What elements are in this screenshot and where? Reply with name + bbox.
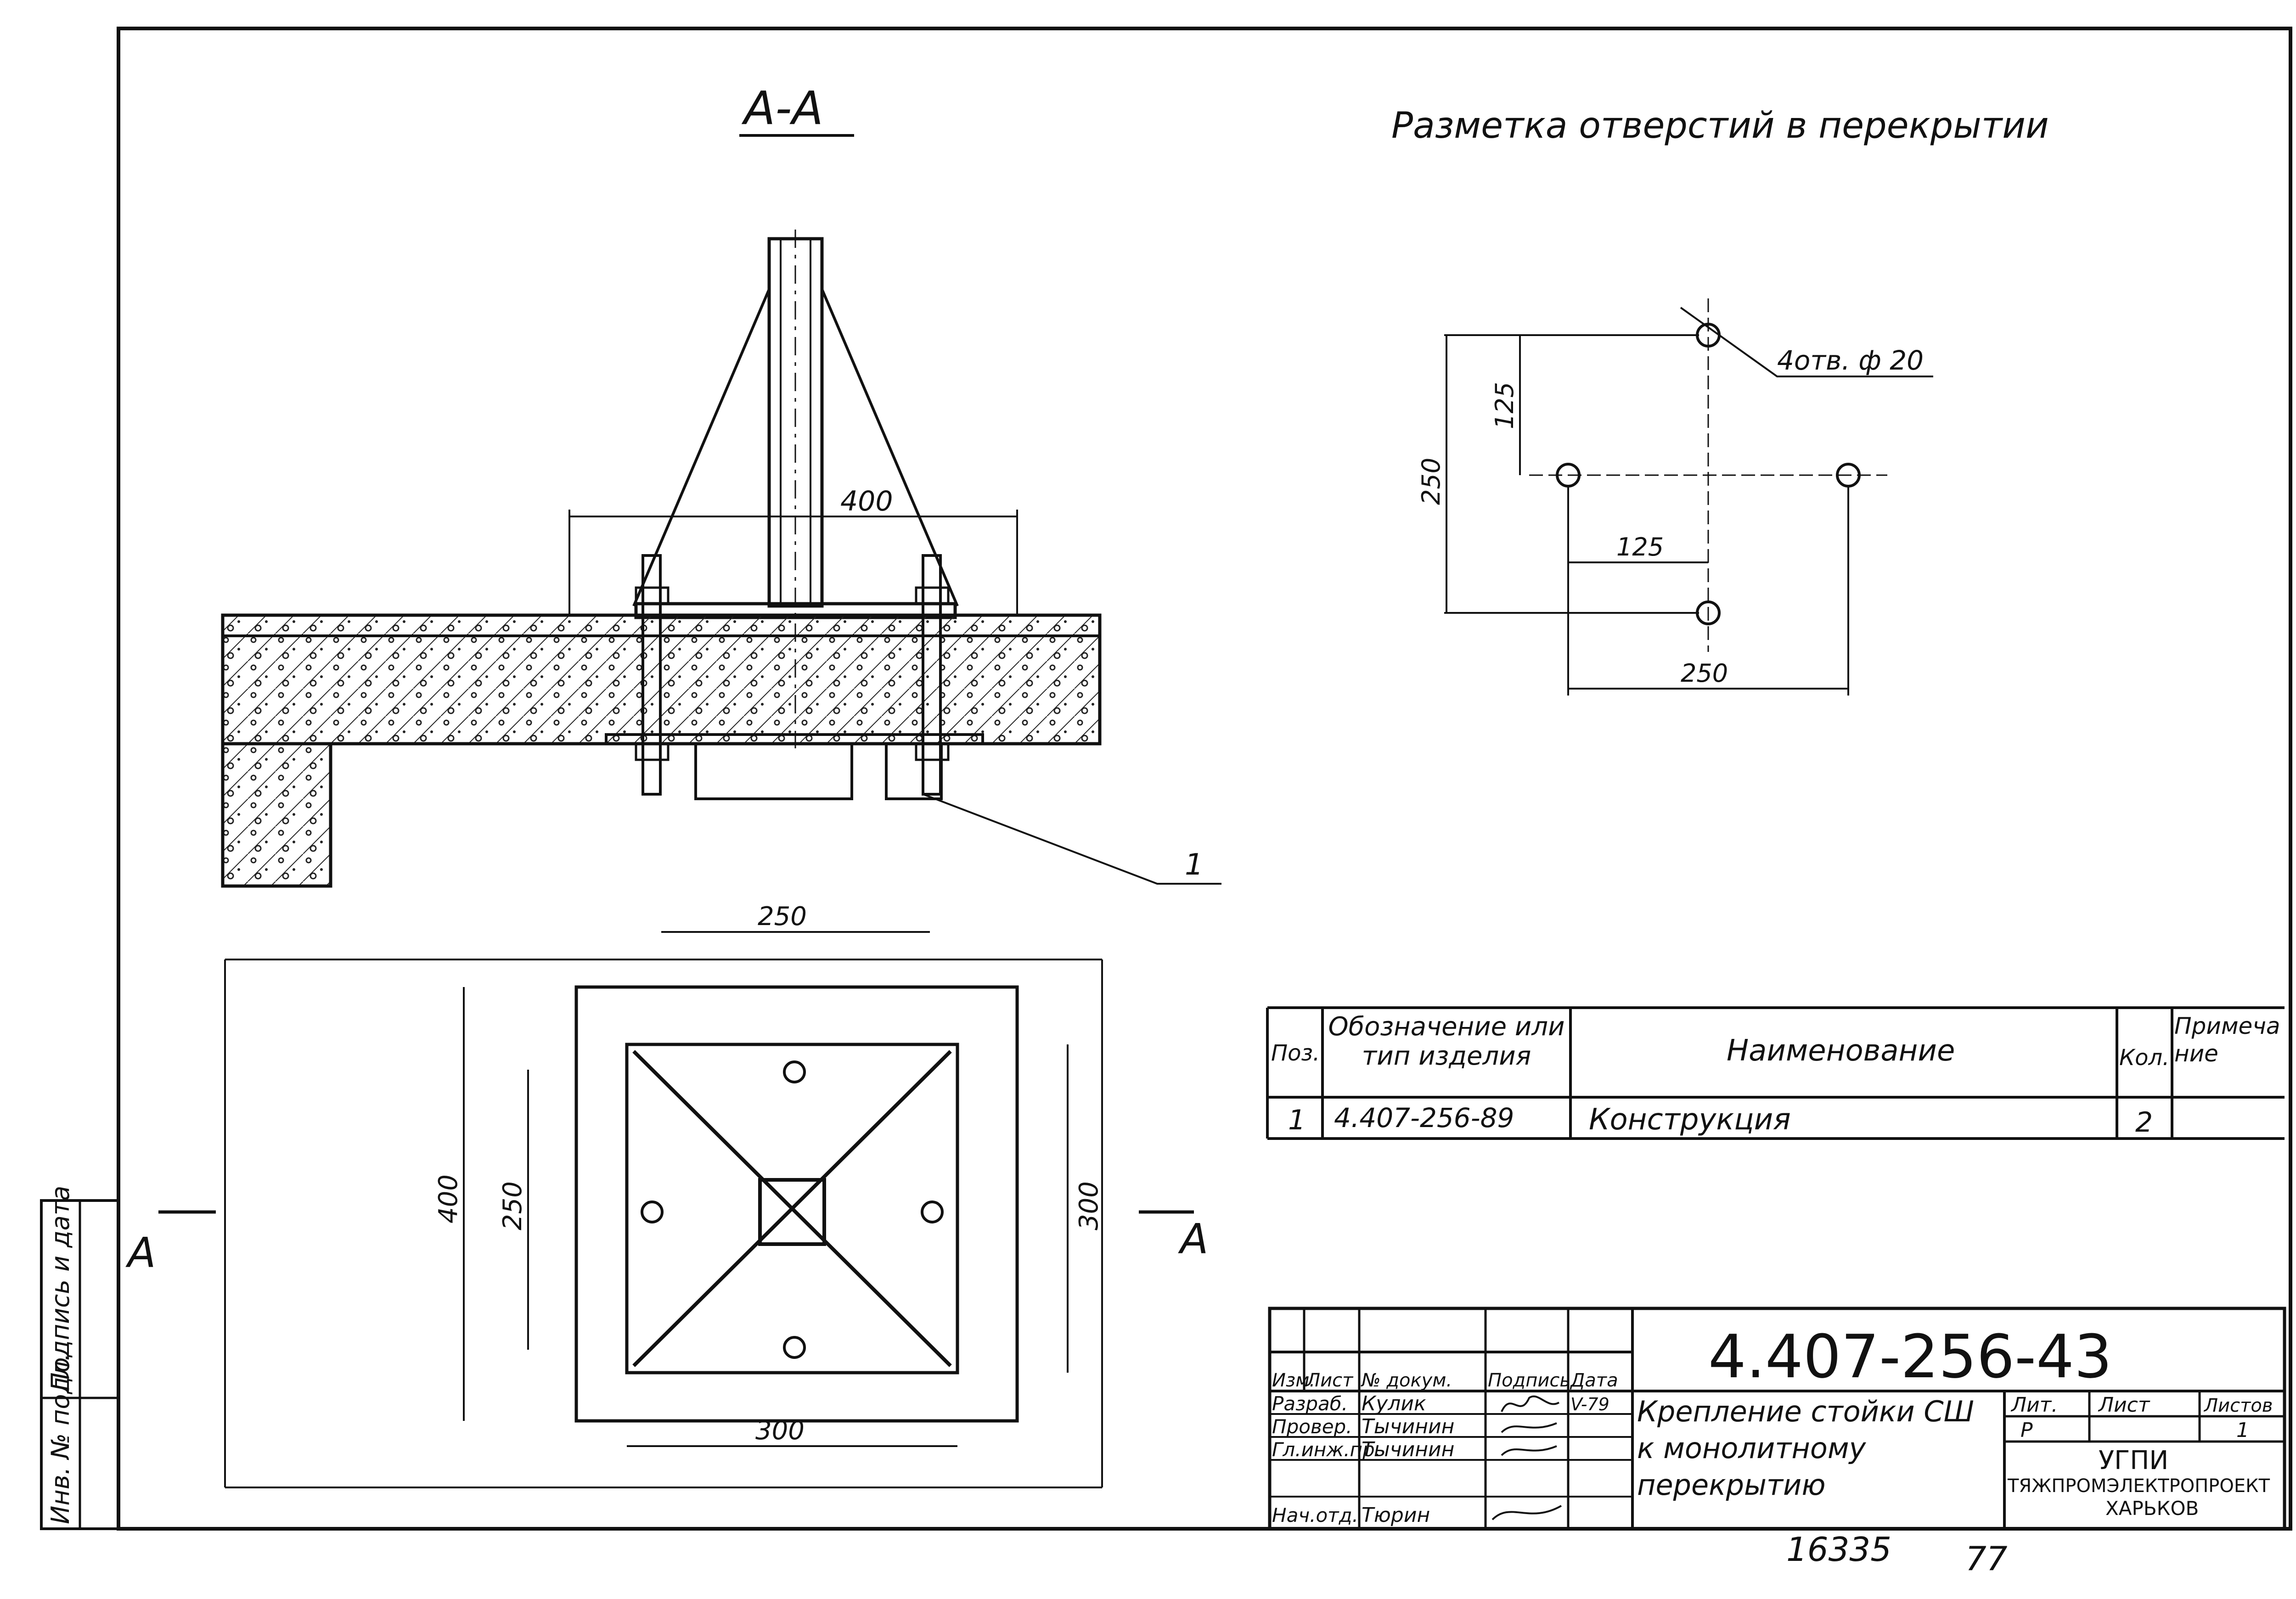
holes-dim-250-v: 250 (1417, 458, 1446, 505)
leader-position-label: 1 (1185, 848, 1204, 882)
plan-dim-right: 300 (1074, 1181, 1104, 1230)
spec-row-qty: 2 (2135, 1106, 2153, 1139)
plan-dim-left-inner: 250 (498, 1181, 528, 1230)
tb-lists-value: 1 (2236, 1419, 2249, 1442)
tb-role-1: Провер. (1272, 1415, 1352, 1438)
signature-1 (1501, 1422, 1557, 1433)
tb-date-0: V-79 (1570, 1394, 1609, 1414)
spec-header-name: Наименование (1727, 1034, 1955, 1068)
section-title: А-А (741, 81, 823, 135)
tb-name-3: Тюрин (1362, 1504, 1430, 1527)
plan-view (158, 931, 1194, 1488)
spec-header-note: Примечание (2174, 1013, 2280, 1067)
plan-dim-bottom: 300 (755, 1416, 805, 1446)
signature-3 (1491, 1505, 1562, 1520)
tb-name-1: Тычинин (1362, 1415, 1454, 1438)
title-block (1268, 1307, 2286, 1531)
tb-lit-label: Лит. (2010, 1393, 2058, 1417)
tb-org-3: ХАРЬКОВ (2105, 1497, 2199, 1520)
signature-2 (1501, 1445, 1557, 1456)
tb-header-izm: Изм. (1272, 1370, 1315, 1391)
section-mark-right: А (1178, 1215, 1209, 1263)
tb-name-2: Тычинин (1362, 1438, 1454, 1461)
spec-row-pos: 1 (1288, 1104, 1306, 1136)
plan-dim-left-outer: 400 (433, 1174, 463, 1223)
tb-description: Крепление стойки СШ к монолитному перекр… (1637, 1395, 1974, 1502)
plan-bolt-top (783, 1060, 806, 1083)
spec-row-designation: 4.407-256-89 (1334, 1102, 1514, 1133)
sheet-frame (117, 27, 2292, 1531)
column-square (758, 1178, 826, 1246)
tb-name-0: Кулик (1362, 1392, 1426, 1415)
side-stamp-inv: Инв. № подл. (46, 1353, 75, 1524)
spec-row-name: Конструкция (1589, 1103, 1791, 1137)
holes-note: 4отв. ф 20 (1777, 345, 1924, 376)
doc-number: 4.407-256-43 (1708, 1322, 2112, 1391)
tb-lit-value: Р (2020, 1419, 2033, 1442)
tb-org-2: ТЯЖПРОМЭЛЕКТРОПРОЕКТ (2007, 1476, 2270, 1497)
spec-header-designation: Обозначение или тип изделия (1328, 1012, 1565, 1071)
tb-header-list: Лист (1306, 1370, 1354, 1391)
tb-role-3: Нач.отд. (1272, 1504, 1358, 1526)
holes-dim-250-h: 250 (1681, 659, 1728, 688)
tb-org-1: УГПИ (2099, 1446, 2168, 1476)
section-view (221, 230, 1221, 888)
tb-list-label: Лист (2098, 1393, 2150, 1417)
tb-header-sign: Подпись (1488, 1370, 1570, 1391)
spec-header-pos: Поз. (1271, 1040, 1320, 1066)
section-dim-400: 400 (840, 485, 893, 517)
holes-dim-125-h: 125 (1616, 533, 1664, 561)
tb-header-date: Дата (1570, 1370, 1618, 1391)
signature-0 (1501, 1395, 1560, 1412)
page-number: 77 (1965, 1539, 2008, 1578)
plan-bolt-right (921, 1201, 944, 1223)
spec-table (1266, 1006, 2285, 1140)
side-stamp-sign-date: Подпись и дата (46, 1186, 75, 1391)
tb-lists-label: Листов (2203, 1395, 2273, 1416)
plan-dim-top: 250 (758, 902, 807, 931)
tb-role-2: Гл.инж.пр. (1272, 1438, 1381, 1461)
archive-number: 16335 (1786, 1530, 1891, 1569)
section-mark-left: А (125, 1229, 156, 1277)
holes-title: Разметка отверстий в перекрытии (1391, 105, 2049, 146)
spec-header-qty: Кол. (2119, 1045, 2169, 1071)
holes-layout (1444, 298, 1933, 696)
plan-bolt-bottom (783, 1336, 806, 1359)
tb-role-0: Разраб. (1272, 1392, 1348, 1415)
plan-bolt-left (641, 1201, 664, 1223)
tb-header-doc: № докум. (1361, 1370, 1452, 1391)
holes-dim-125-v: 125 (1490, 382, 1519, 429)
